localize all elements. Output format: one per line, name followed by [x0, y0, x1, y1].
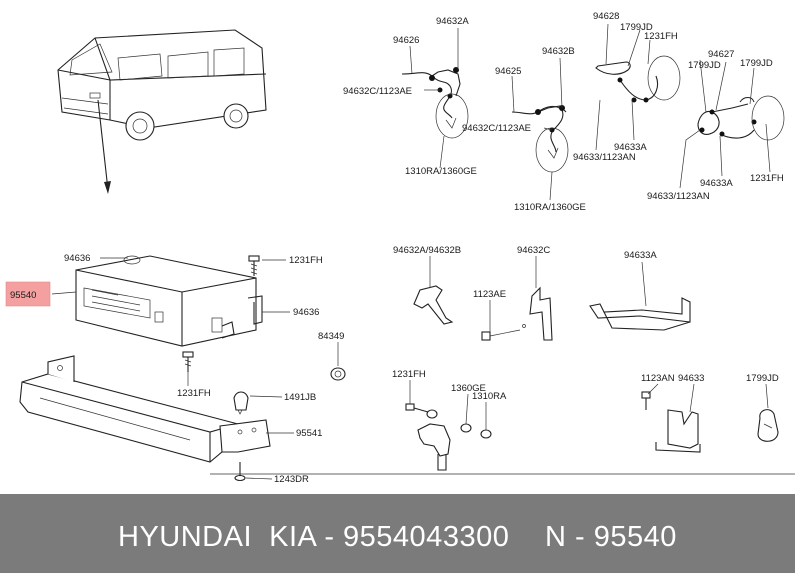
label-1491JB: 1491JB — [284, 392, 316, 403]
bracket-94633 — [641, 391, 701, 453]
label-1243DR: 1243DR — [274, 474, 309, 485]
footer-brand-partnumber: HYUNDAI KIA - 9554043300 — [118, 521, 510, 553]
label-94633-1123AN: 94633/1123AN — [573, 152, 636, 163]
label-1310RA-1360GE: 1310RA/1360GE — [514, 202, 586, 213]
van-illustration — [57, 29, 267, 194]
label-94633-1123AN: 94633/1123AN — [647, 191, 710, 202]
clip-1491JB — [233, 391, 249, 415]
footer-part-reference: N - 95540 — [545, 521, 677, 553]
label-94632A: 94632A — [436, 16, 469, 27]
label-95541: 95541 — [296, 428, 322, 439]
label-1231FH: 1231FH — [289, 255, 323, 266]
sensor-assembly-1 — [401, 67, 469, 139]
grommet-84349 — [330, 367, 346, 381]
label-94633: 94633 — [678, 373, 704, 384]
leader-lines-ecu — [51, 257, 339, 480]
sensor-assembly-4 — [697, 95, 785, 141]
bracket-94632A-94632B — [413, 285, 454, 325]
label-1799JD: 1799JD — [620, 22, 653, 33]
label-94633A: 94633A — [614, 142, 647, 153]
label-94632A-94632B: 94632A/94632B — [393, 245, 461, 256]
label-1799JD: 1799JD — [688, 60, 721, 71]
label-94632C: 94632C — [517, 245, 550, 256]
sensor-assembly-3 — [595, 55, 681, 103]
footer-banner: HYUNDAI KIA - 9554043300 N - 95540 — [0, 494, 795, 573]
sensor-1231FH-1360GE-1310RA — [405, 403, 492, 471]
label-1123AE: 1123AE — [473, 289, 506, 300]
label-94636: 94636 — [64, 253, 90, 264]
label-84349: 84349 — [318, 331, 344, 342]
label-94625: 94625 — [495, 66, 521, 77]
label-94636: 94636 — [293, 307, 319, 318]
screw-1231FH-bottom — [182, 351, 194, 372]
leader-lines-details — [409, 256, 769, 430]
label-94633A: 94633A — [624, 250, 657, 261]
bracket-95541 — [19, 355, 271, 463]
label-1310RA-1360GE: 1310RA/1360GE — [405, 166, 477, 177]
leader-lines-top — [409, 23, 771, 201]
label-1799JD: 1799JD — [746, 373, 779, 384]
label-1310RA: 1310RA — [472, 391, 507, 402]
label-1360GE: 1360GE — [451, 383, 486, 394]
highlight-box — [5, 281, 51, 307]
bracket-94633A — [589, 297, 691, 331]
label-94628: 94628 — [593, 11, 619, 22]
label-94632B: 94632B — [542, 46, 575, 57]
label-94632C-1123AE: 94632C/1123AE — [343, 86, 412, 97]
label-94627: 94627 — [708, 49, 734, 60]
label-94632C-1123AE: 94632C/1123AE — [462, 123, 531, 134]
label-1231FH: 1231FH — [644, 31, 678, 42]
ecu-module-95540 — [75, 255, 263, 347]
screw-1231FH-top — [248, 255, 260, 276]
label-94633A: 94633A — [700, 178, 733, 189]
label-95540: 95540 — [10, 290, 36, 301]
screw-1123AE — [481, 329, 521, 341]
bracket-94632C — [522, 286, 553, 341]
clip-1799JD — [757, 409, 779, 442]
label-1231FH: 1231FH — [177, 388, 211, 399]
label-1231FH: 1231FH — [392, 369, 426, 380]
sensor-assembly-2 — [511, 105, 569, 173]
label-1799JD: 1799JD — [740, 58, 773, 69]
parts-diagram: 94626 94632A 94632C/1123AE 94625 94632B … — [5, 11, 795, 485]
label-1231FH: 1231FH — [750, 173, 784, 184]
label-1123AN: 1123AN — [641, 373, 675, 384]
bolt-1243DR — [234, 462, 246, 482]
label-94626: 94626 — [393, 35, 419, 46]
